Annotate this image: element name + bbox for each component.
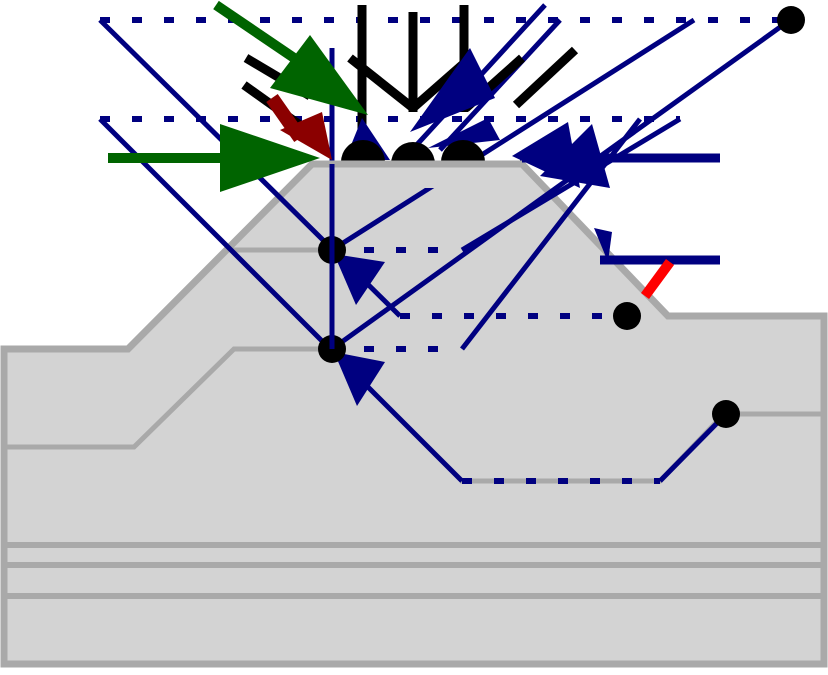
node-mid-right <box>613 302 641 330</box>
blue-arrow-head-top-1 <box>410 48 495 132</box>
terrain-body <box>0 160 828 668</box>
ray-top-cluster-2 <box>438 18 562 152</box>
green-arrow-diagonal-head <box>270 35 368 115</box>
blue-arrow-head-top-2 <box>428 118 500 148</box>
green-arrow-diagonal-shaft <box>213 0 303 67</box>
ray-diagonal-2 <box>98 117 464 483</box>
darkred-arrow-head <box>280 112 332 160</box>
blue-arrow-head-right-2 <box>540 124 610 188</box>
apex-node-clip <box>335 164 495 188</box>
red-arrow-shaft <box>640 259 675 299</box>
node-top-right <box>777 6 805 34</box>
dotted-guides <box>100 17 790 484</box>
node-bottom-right <box>712 400 740 428</box>
ray-up-right-3 <box>460 116 682 253</box>
ray-bottom-right <box>658 412 728 483</box>
tick-diagonal-1 <box>347 54 416 112</box>
blue-arrow-head-node-b <box>334 352 385 406</box>
terrain <box>0 160 828 668</box>
tick-diagonal-6 <box>512 46 579 109</box>
blue-arrow-head-right-3 <box>594 228 612 262</box>
blue-arrow-head-node-a <box>334 254 385 305</box>
green-arrow-horizontal-head <box>220 124 320 192</box>
ray-up-right-2 <box>330 17 792 352</box>
ray-up-right-1 <box>330 17 696 253</box>
terrain-inner-contour-left <box>4 346 330 450</box>
